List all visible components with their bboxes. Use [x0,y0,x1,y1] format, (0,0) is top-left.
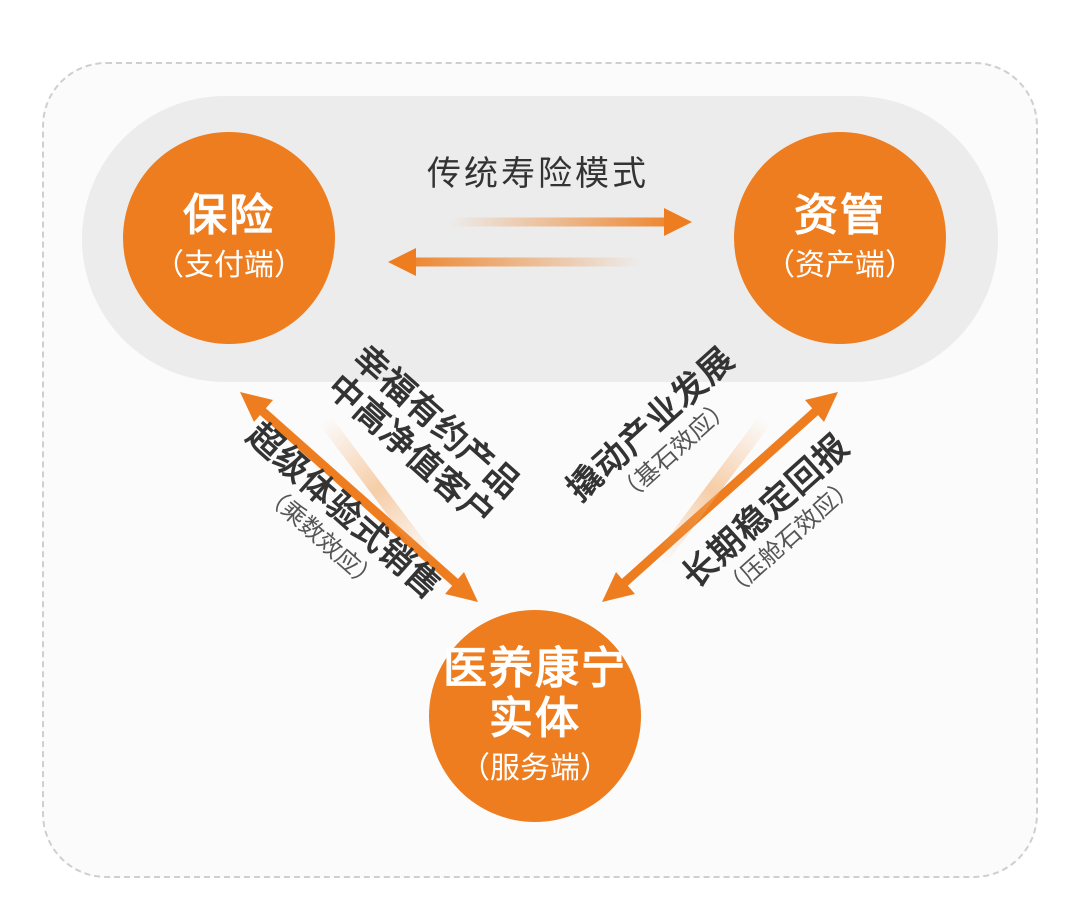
insurance-title: 保险 [183,189,275,241]
arrow-insurance-service [240,392,478,602]
traditional-mode-label: 传统寿险模式 [427,154,649,194]
arrow-asset-service [602,392,838,602]
asset-management-subtitle: （资产端） [765,248,915,284]
service-node: 医养康宁 实体 （服务端） [429,610,641,822]
insurance-node: 保险 （支付端） [123,132,335,344]
asset-management-node: 资管 （资产端） [734,132,946,344]
insurance-subtitle: （支付端） [154,248,304,284]
arrow-insurance-to-asset [450,208,692,236]
service-title-line2: 实体 [489,692,581,744]
service-subtitle: （服务端） [460,750,610,786]
asset-management-title: 资管 [794,189,886,241]
fade-streak-left [319,415,436,565]
fade-streak-right [654,415,771,565]
arrow-asset-to-insurance [388,248,640,276]
service-title-line1: 医养康宁 [443,643,627,695]
